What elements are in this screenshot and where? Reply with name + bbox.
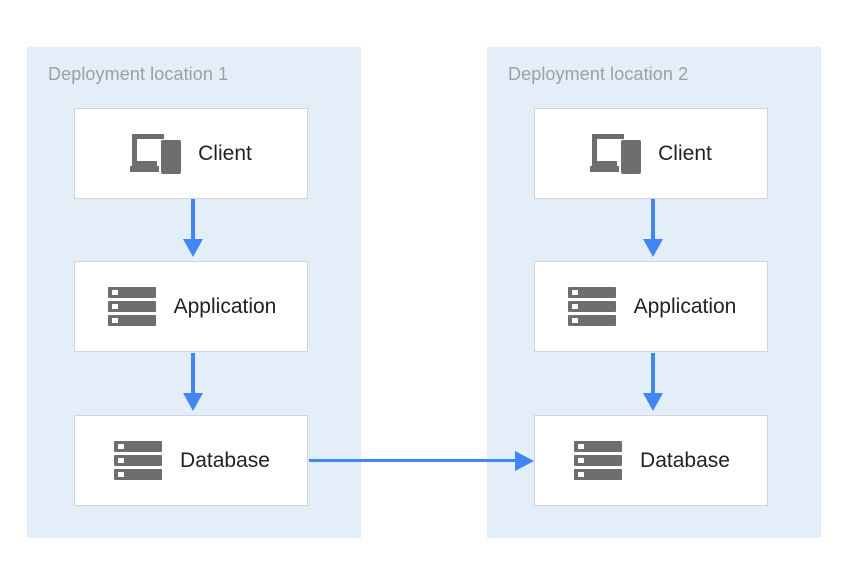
- node-application-2[interactable]: Application: [534, 261, 768, 352]
- zone-label-2: Deployment location 2: [508, 64, 689, 84]
- devices-icon: [590, 132, 642, 176]
- node-label: Application: [633, 294, 737, 318]
- arrow-head-icon: [183, 239, 203, 257]
- server-icon: [566, 285, 618, 329]
- devices-icon: [130, 132, 182, 176]
- node-label: Client: [198, 141, 252, 165]
- arrow-database-1-to-database-2: [309, 451, 534, 471]
- arrow-client-1-to-application-1: [183, 199, 203, 257]
- arrow-application-1-to-database-1: [183, 353, 203, 411]
- node-application-1[interactable]: Application: [74, 261, 308, 352]
- arrow-application-2-to-database-2: [643, 353, 663, 411]
- node-label: Client: [658, 141, 712, 165]
- arrow-stem: [651, 353, 655, 393]
- arrow-head-icon: [643, 393, 663, 411]
- arrow-head-icon: [183, 393, 203, 411]
- node-label: Application: [173, 294, 277, 318]
- node-client-1[interactable]: Client: [74, 108, 308, 199]
- server-icon: [106, 285, 158, 329]
- zone-label-1: Deployment location 1: [48, 64, 229, 84]
- node-client-2[interactable]: Client: [534, 108, 768, 199]
- arrow-stem: [309, 459, 516, 462]
- node-label: Database: [180, 448, 270, 472]
- database-icon: [572, 439, 624, 483]
- arrow-stem: [191, 199, 195, 239]
- arrow-stem: [191, 353, 195, 393]
- arrow-head-icon: [643, 239, 663, 257]
- node-label: Database: [640, 448, 730, 472]
- node-database-1[interactable]: Database: [74, 415, 308, 506]
- node-database-2[interactable]: Database: [534, 415, 768, 506]
- arrow-client-2-to-application-2: [643, 199, 663, 257]
- arrow-stem: [651, 199, 655, 239]
- database-icon: [112, 439, 164, 483]
- arrow-head-icon: [515, 451, 534, 471]
